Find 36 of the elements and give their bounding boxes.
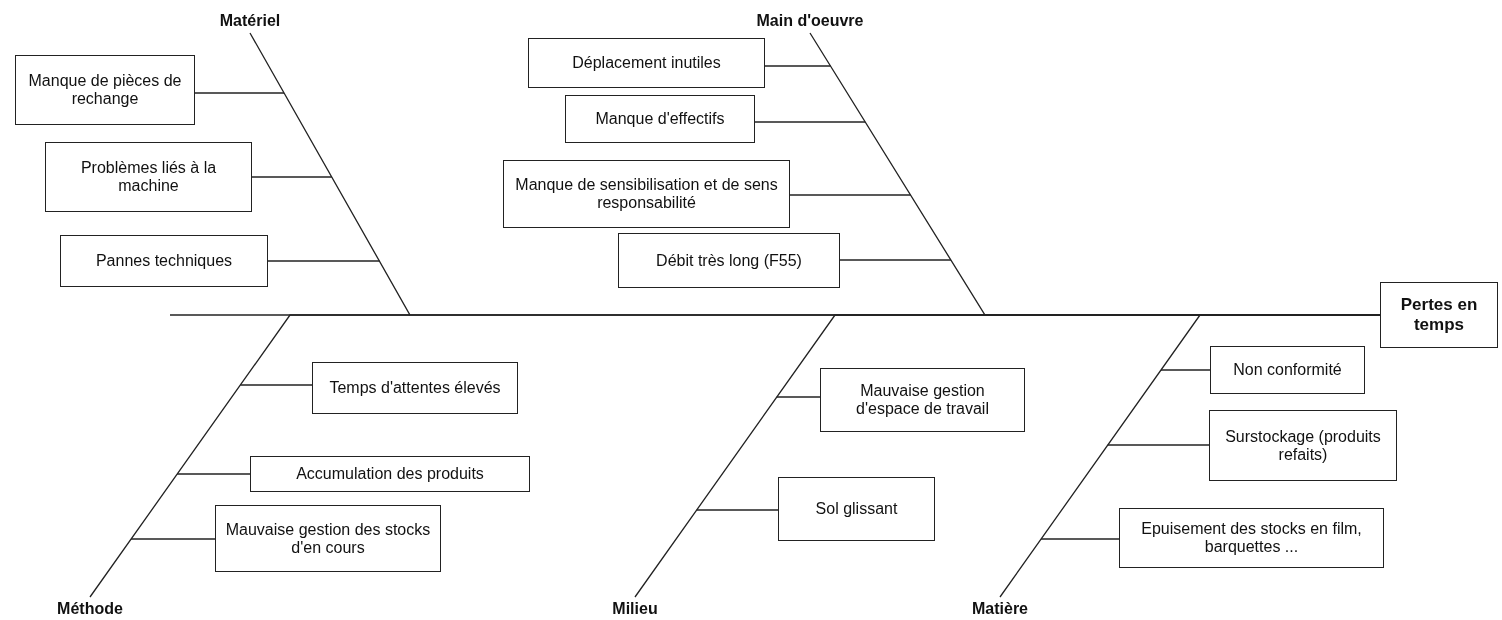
branch-line [789, 194, 912, 196]
cause-box: Déplacement inutiles [528, 38, 765, 88]
cause-box: Mauvaise gestion des stocks d'en cours [215, 505, 441, 572]
branch-line [176, 473, 251, 475]
cause-box: Pannes techniques [60, 235, 268, 287]
branch-line [764, 65, 832, 67]
branch-line [251, 176, 333, 178]
cause-box: Débit très long (F55) [618, 233, 840, 288]
category-label: Méthode [50, 598, 130, 620]
branch-line [696, 509, 779, 511]
branch-line [194, 92, 285, 94]
branch-line [1160, 369, 1211, 371]
branch-line [839, 259, 952, 261]
cause-box: Mauvaise gestion d'espace de travail [820, 368, 1025, 432]
cause-box: Sol glissant [778, 477, 935, 541]
cause-box: Problèmes liés à la machine [45, 142, 252, 212]
cause-box: Temps d'attentes élevés [312, 362, 518, 414]
category-label: Main d'oeuvre [750, 10, 870, 32]
cause-box: Manque de pièces de rechange [15, 55, 195, 125]
branch-line [239, 384, 313, 386]
cause-box: Manque de sensibilisation et de sens responsabilité [503, 160, 790, 228]
category-label: Milieu [605, 598, 665, 620]
cause-box: Non conformité [1210, 346, 1365, 394]
branch-line [1107, 444, 1210, 446]
branch-line [130, 538, 216, 540]
cause-box: Accumulation des produits [250, 456, 530, 492]
branch-line [267, 260, 381, 262]
effect-box: Pertes en temps [1380, 282, 1498, 348]
branch-line [776, 396, 821, 398]
cause-box: Epuisement des stocks en film, barquettes ... [1119, 508, 1384, 568]
branch-line [1040, 538, 1120, 540]
category-label: Matériel [212, 10, 288, 32]
cause-box: Manque d'effectifs [565, 95, 755, 143]
cause-box: Surstockage (produits refaits) [1209, 410, 1397, 481]
category-label: Matière [965, 598, 1035, 620]
branch-line [754, 121, 866, 123]
